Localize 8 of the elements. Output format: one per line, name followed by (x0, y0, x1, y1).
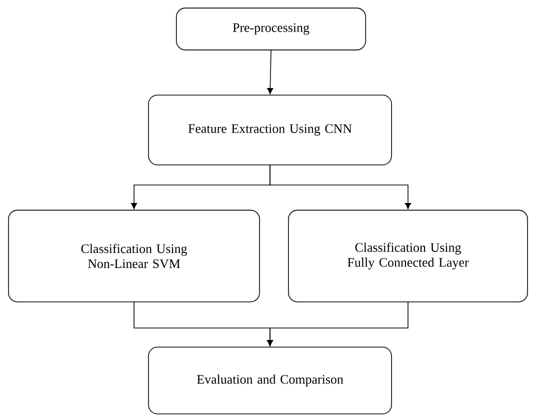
arrow (266, 302, 408, 346)
arrow (267, 50, 274, 94)
process-box: Evaluation and Comparison (148, 346, 392, 414)
arrow (270, 164, 412, 210)
process-box: Feature Extraction Using CNN (148, 94, 392, 166)
process-box: Pre-processing (176, 8, 366, 50)
process-box: Classification Using Non-Linear SVM (8, 210, 260, 302)
process-box: Classification Using Fully Connected Layer (288, 210, 528, 302)
